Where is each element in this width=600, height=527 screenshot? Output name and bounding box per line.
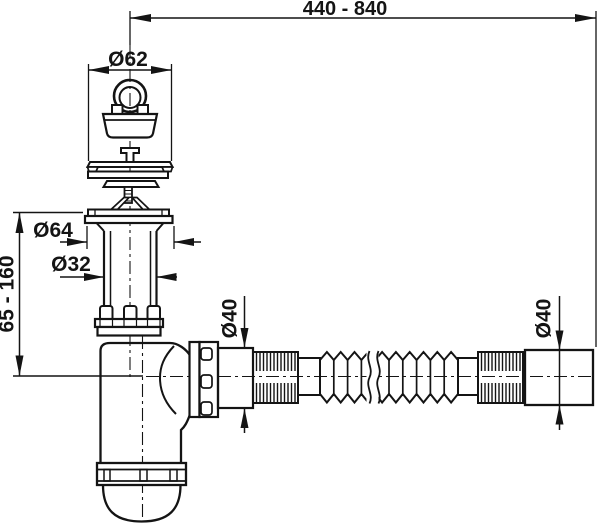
bottom-nut bbox=[95, 461, 188, 487]
trap-body-outlet-bottom bbox=[179, 412, 192, 463]
arrowhead bbox=[240, 408, 249, 428]
dimension-inlet-pipe-diameter: Ø32 bbox=[51, 253, 177, 281]
outlet-nut-body bbox=[198, 340, 220, 419]
trap-body bbox=[99, 341, 192, 463]
trap-body-outline bbox=[99, 341, 192, 463]
label-inlet-pipe-diameter: Ø32 bbox=[51, 253, 91, 276]
nut-tab bbox=[146, 305, 161, 321]
dimension-outlet-diameter-left: Ø40 bbox=[219, 296, 249, 433]
label-height-range: 65 - 160 bbox=[0, 255, 19, 332]
nut-tab bbox=[99, 305, 114, 321]
bottom-nut-notch bbox=[169, 468, 178, 482]
arrowhead bbox=[555, 405, 564, 425]
trap-body-inner-curve bbox=[158, 345, 177, 415]
arrowhead bbox=[555, 330, 564, 350]
plug-stopper bbox=[101, 112, 159, 139]
plug-neck-right bbox=[136, 104, 149, 115]
bottom-nut-notch bbox=[103, 468, 111, 482]
nut-lower-band bbox=[96, 325, 162, 337]
dimension-outlet-diameter-right: Ø40 bbox=[533, 296, 564, 430]
hose-connector-left bbox=[216, 346, 321, 410]
arrowhead bbox=[84, 273, 104, 281]
hose-bottom-profile bbox=[319, 392, 459, 405]
trap-dome bbox=[101, 484, 182, 523]
label-flange-diameter: Ø64 bbox=[33, 219, 73, 242]
nut-band bbox=[93, 317, 165, 329]
hose-top-profile bbox=[319, 350, 459, 362]
plug-assembly bbox=[101, 78, 159, 139]
label-outlet-diameter: Ø40 bbox=[219, 299, 242, 339]
extension-line bbox=[86, 226, 175, 249]
plug-ring-outer bbox=[112, 78, 148, 114]
outlet-nut-slot bbox=[200, 374, 213, 389]
strainer-screw bbox=[123, 186, 133, 204]
inlet-pipe-outer-walls bbox=[102, 231, 158, 319]
label-plug-diameter: Ø62 bbox=[108, 48, 148, 71]
connector-sleeve bbox=[216, 346, 255, 410]
strainer-seal bbox=[101, 180, 161, 188]
corrugated-hose bbox=[319, 350, 459, 405]
arrowhead bbox=[240, 328, 249, 348]
arrowhead bbox=[156, 273, 177, 281]
nut-tab bbox=[123, 305, 138, 321]
arrowhead bbox=[130, 14, 151, 22]
label-wall-pipe-diameter: Ø40 bbox=[533, 299, 556, 339]
connector-knurl-ridges bbox=[480, 353, 521, 402]
arrowhead bbox=[15, 355, 24, 376]
outlet-nut-slot bbox=[200, 347, 213, 361]
outlet-nut-flange bbox=[188, 340, 201, 419]
connector-knurl-ridges bbox=[255, 353, 296, 402]
arrowhead bbox=[88, 66, 109, 74]
strainer-cap-rim-right bbox=[160, 166, 174, 173]
label-top-span: 440 - 840 bbox=[303, 0, 388, 20]
arrowhead bbox=[575, 14, 596, 22]
plug-ring-inner bbox=[118, 86, 142, 109]
arrowhead bbox=[67, 238, 87, 246]
connector-knurl-block bbox=[477, 351, 524, 404]
strainer-plate bbox=[87, 170, 169, 179]
outlet-nut bbox=[188, 340, 220, 419]
inlet-pipe-shoulder bbox=[95, 222, 165, 232]
strainer-screw-threads bbox=[124, 190, 132, 202]
outlet-nut-slot bbox=[200, 401, 213, 416]
arrowhead bbox=[151, 66, 172, 74]
plug-neck-left bbox=[111, 104, 124, 115]
dimension-top-span: 440 - 840 bbox=[129, 0, 597, 347]
centerlines bbox=[129, 45, 592, 521]
arrowhead bbox=[15, 212, 24, 233]
nut-band-ticks bbox=[99, 319, 161, 327]
bottom-cup bbox=[95, 461, 188, 523]
strainer-assembly bbox=[83, 147, 175, 225]
inlet-pipe bbox=[95, 222, 165, 319]
dimension-flange-diameter: Ø64 bbox=[33, 219, 201, 249]
sink-flange-lower bbox=[83, 214, 174, 225]
strainer-cap-plate bbox=[85, 161, 175, 168]
adjusting-nut bbox=[93, 305, 165, 337]
dimension-plug-diameter: Ø62 bbox=[87, 48, 173, 161]
arrowhead bbox=[174, 238, 194, 246]
dimension-height-range: 65 - 160 bbox=[0, 211, 143, 377]
inlet-pipe-inner-walls bbox=[109, 231, 152, 306]
bottom-nut-notch bbox=[139, 468, 148, 482]
hose-break-curve bbox=[367, 350, 372, 404]
hose-break-curve bbox=[376, 350, 381, 404]
hose-connector-right bbox=[457, 348, 595, 407]
strainer-knob bbox=[120, 147, 140, 163]
strainer-leg-right bbox=[130, 196, 152, 211]
